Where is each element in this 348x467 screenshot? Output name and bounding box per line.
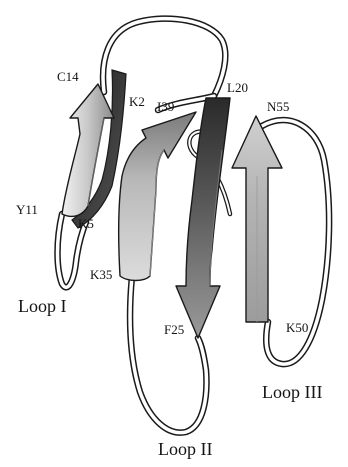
label-k2: K2 xyxy=(129,95,145,108)
label-l20: L20 xyxy=(227,81,248,94)
label-k35: K35 xyxy=(90,268,112,281)
label-i39: I39 xyxy=(157,100,174,113)
label-y11: Y11 xyxy=(16,203,38,216)
strand-k35-i39 xyxy=(119,112,196,281)
strand-l20-f25 xyxy=(176,98,230,338)
label-k50: K50 xyxy=(286,321,308,334)
label-n55: N55 xyxy=(267,100,289,113)
label-f25: F25 xyxy=(164,323,184,336)
label-c14: C14 xyxy=(57,70,79,83)
label-loop-iii: Loop III xyxy=(262,383,322,401)
label-k5: K5 xyxy=(78,217,94,230)
label-loop-ii: Loop II xyxy=(158,440,212,458)
label-loop-i: Loop I xyxy=(18,297,67,315)
